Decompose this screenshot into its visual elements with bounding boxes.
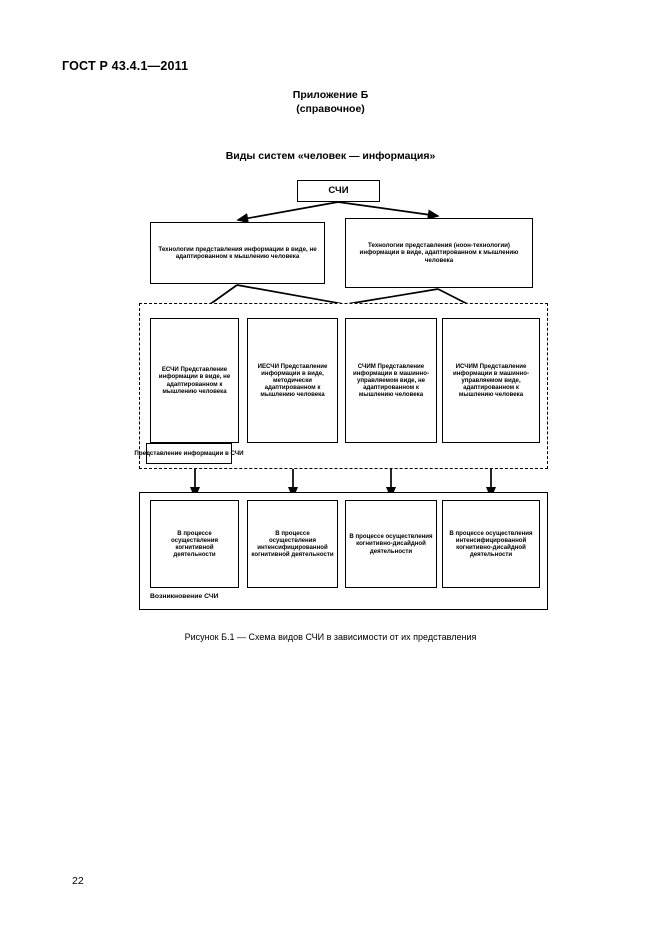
node-label: Технологии представления информации в ви… — [158, 245, 317, 260]
node-label: ЕСЧИ Представление информации в виде, не… — [158, 366, 231, 395]
node-label: Технологии представления (ноон-технологи… — [359, 242, 519, 264]
standard-code: ГОСТ Р 43.4.1—2011 — [62, 59, 189, 73]
node-intensified-cognitive-decide-activity: В процессе осуществления интенсифициро­в… — [442, 500, 540, 588]
node-label: ИЕСЧИ Представление информации в виде, м… — [257, 362, 328, 399]
node-label: В процессе осуществления интенсифициро­в… — [251, 529, 334, 559]
node-label: В процессе осуществления интенсифициро­в… — [449, 529, 533, 559]
node-label: СЧИМ Представление информации в машинно-… — [353, 362, 429, 399]
node-tech-not-adapted: Технологии представления информации в ви… — [150, 222, 325, 284]
annex-subtitle: (справочное) — [296, 103, 365, 115]
node-intensified-cognitive-activity: В процессе осуществления интенсифициро­в… — [247, 500, 338, 588]
figure-title: Виды систем «человек — информация» — [225, 150, 436, 162]
group-label-predstavlenie: Представление информации в СЧИ — [134, 443, 244, 464]
node-label: ИСЧИМ Представление информации в машинно… — [453, 362, 529, 399]
node-eschi: ЕСЧИ Представление информации в виде, не… — [150, 318, 239, 443]
node-tech-noon-adapted: Технологии представления (ноон-технологи… — [345, 218, 533, 288]
node-label: В процессе осуществления когнитивно-диса… — [349, 533, 433, 555]
annex-heading: Приложение Б (справочное) — [0, 88, 661, 116]
annex-title: Приложение Б — [292, 89, 369, 101]
page-number: 22 — [72, 875, 84, 887]
node-ieschi: ИЕСЧИ Представление информации в виде, м… — [247, 318, 338, 443]
node-cognitive-activity: В процессе осуществления когнитивной дея… — [150, 500, 239, 588]
node-label: СЧИ — [328, 185, 349, 197]
node-cognitive-decide-activity: В процессе осуществления когнитивно-диса… — [345, 500, 437, 588]
node-label: В процессе осуществления когнитивной дея… — [170, 529, 219, 559]
node-root-schi: СЧИ — [297, 180, 380, 202]
node-ischim: ИСЧИМ Представление информации в машинно… — [442, 318, 540, 443]
node-schim: СЧИМ Представление информации в машинно-… — [345, 318, 437, 443]
group-label-vozniknovenie: Возникновение СЧИ — [148, 592, 221, 601]
figure-caption: Рисунок Б.1 — Схема видов СЧИ в зависимо… — [184, 632, 477, 642]
